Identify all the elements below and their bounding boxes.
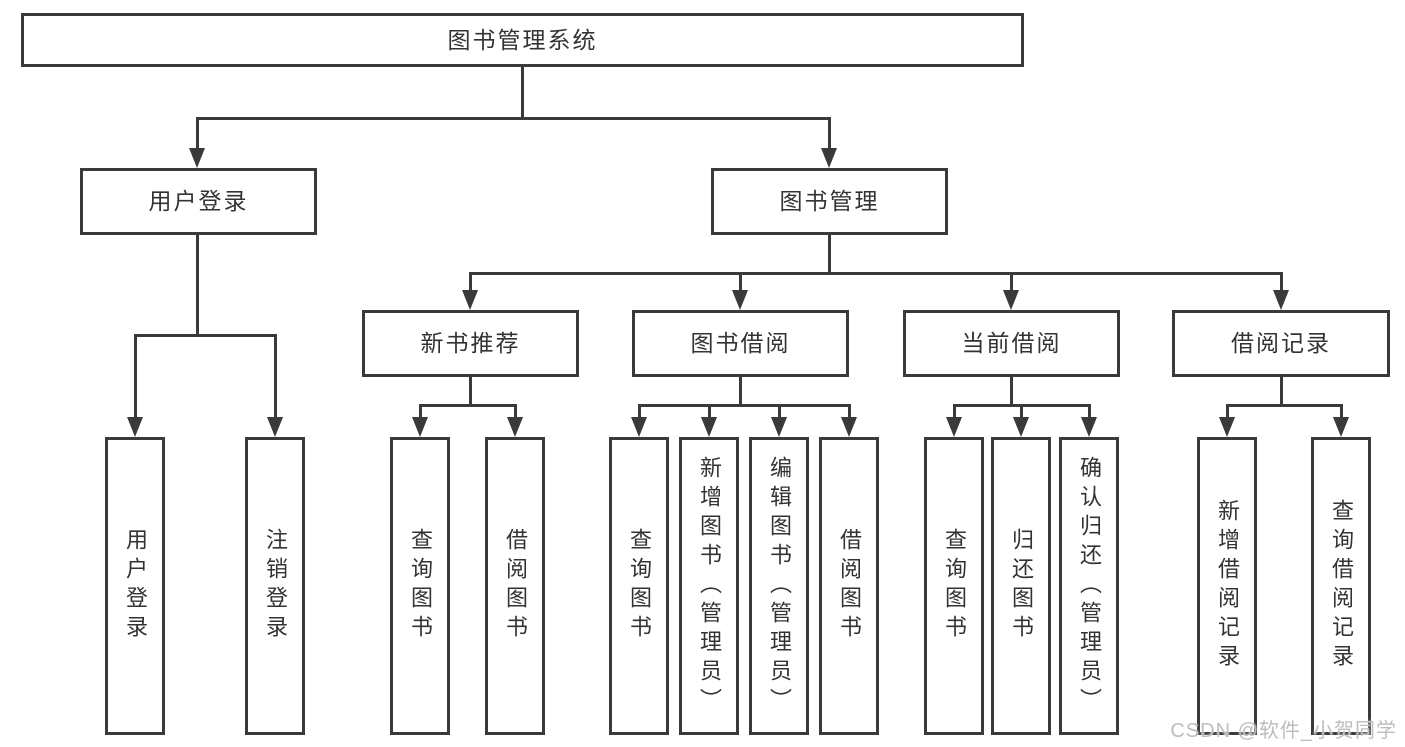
node-label: 新增图书（管理员） [697, 455, 722, 717]
connector-line-v [418, 405, 422, 421]
connector-line-v [827, 235, 831, 273]
connector-line-v [195, 118, 199, 152]
connector-line-v [738, 377, 742, 405]
connector-line-h [133, 333, 277, 337]
connector-line-v [1019, 405, 1023, 421]
connector-line-v [637, 405, 641, 421]
arrowhead-down-icon [732, 290, 748, 310]
connector-line-v [513, 405, 517, 421]
node-current-borrowing: 当前借阅 [903, 310, 1120, 377]
connector-line-v [738, 273, 742, 294]
connector-line-v [1009, 273, 1013, 294]
csdn-watermark: CSDN @软件_小贺同学 [1170, 720, 1397, 742]
node-leaf-query-book-current: 查询图书 [924, 437, 984, 735]
connector-line-v [468, 273, 472, 294]
arrowhead-down-icon [127, 417, 143, 437]
arrowhead-down-icon [701, 417, 717, 437]
node-leaf-add-book-admin: 新增图书（管理员） [679, 437, 739, 735]
connector-line-v [468, 377, 472, 405]
connector-line-v [847, 405, 851, 421]
connector-line-v [520, 67, 524, 118]
arrowhead-down-icon [462, 290, 478, 310]
connector-line-v [952, 405, 956, 421]
node-label: 用户登录 [148, 188, 249, 214]
arrowhead-down-icon [1333, 417, 1349, 437]
connector-line-h [418, 403, 517, 407]
node-label: 新增借阅记录 [1215, 499, 1240, 673]
node-label: 归还图书 [1009, 528, 1034, 644]
node-label: 编辑图书（管理员） [767, 455, 792, 717]
node-label: 借阅记录 [1231, 330, 1331, 356]
node-user-login-module: 用户登录 [80, 168, 317, 235]
connector-line-v [777, 405, 781, 421]
node-label: 查询借阅记录 [1329, 499, 1354, 673]
connector-line-h [468, 271, 1283, 275]
connector-line-v [273, 335, 277, 421]
connector-line-v [827, 118, 831, 152]
arrowhead-down-icon [841, 417, 857, 437]
node-label: 查询图书 [942, 528, 967, 644]
arrowhead-down-icon [631, 417, 647, 437]
arrowhead-down-icon [189, 148, 205, 168]
arrowhead-down-icon [267, 417, 283, 437]
node-label: 注销登录 [263, 528, 288, 644]
node-label: 借阅图书 [503, 528, 528, 644]
node-label: 新书推荐 [420, 330, 521, 356]
node-leaf-return-book: 归还图书 [991, 437, 1051, 735]
node-label: 图书借阅 [690, 330, 791, 356]
node-root-system: 图书管理系统 [21, 13, 1024, 67]
connector-line-v [1087, 405, 1091, 421]
node-label: 用户登录 [123, 528, 148, 644]
connector-line-h [195, 116, 831, 120]
connector-line-v [1339, 405, 1343, 421]
node-label: 查询图书 [627, 528, 652, 644]
node-leaf-borrow-book-recommend: 借阅图书 [485, 437, 545, 735]
connector-line-v [1009, 377, 1013, 405]
connector-line-v [707, 405, 711, 421]
node-label: 查询图书 [408, 528, 433, 644]
node-leaf-query-borrow-record: 查询借阅记录 [1311, 437, 1371, 735]
arrowhead-down-icon [1013, 417, 1029, 437]
arrowhead-down-icon [946, 417, 962, 437]
arrowhead-down-icon [1219, 417, 1235, 437]
node-label: 确认归还（管理员） [1077, 455, 1102, 717]
arrowhead-down-icon [507, 417, 523, 437]
connector-line-v [1279, 273, 1283, 294]
node-book-borrowing: 图书借阅 [632, 310, 849, 377]
node-leaf-confirm-return-admin: 确认归还（管理员） [1059, 437, 1119, 735]
node-label: 图书管理系统 [447, 26, 598, 53]
node-label: 图书管理 [779, 188, 880, 214]
arrowhead-down-icon [821, 148, 837, 168]
arrowhead-down-icon [1273, 290, 1289, 310]
arrowhead-down-icon [1081, 417, 1097, 437]
node-new-book-recommend: 新书推荐 [362, 310, 579, 377]
arrowhead-down-icon [771, 417, 787, 437]
node-leaf-edit-book-admin: 编辑图书（管理员） [749, 437, 809, 735]
node-label: 借阅图书 [837, 528, 862, 644]
node-leaf-query-book-borrow: 查询图书 [609, 437, 669, 735]
connector-line-v [1279, 377, 1283, 405]
connector-line-v [133, 335, 137, 421]
connector-line-v [195, 235, 199, 335]
connector-line-h [637, 403, 851, 407]
node-borrowing-records: 借阅记录 [1172, 310, 1390, 377]
node-leaf-logout: 注销登录 [245, 437, 305, 735]
arrowhead-down-icon [412, 417, 428, 437]
node-label: 当前借阅 [961, 330, 1062, 356]
node-leaf-user-login: 用户登录 [105, 437, 165, 735]
connector-line-v [1225, 405, 1229, 421]
arrowhead-down-icon [1003, 290, 1019, 310]
node-book-management-module: 图书管理 [711, 168, 948, 235]
connector-line-h [1225, 403, 1343, 407]
node-leaf-borrow-book: 借阅图书 [819, 437, 879, 735]
node-leaf-query-book-recommend: 查询图书 [390, 437, 450, 735]
node-leaf-add-borrow-record: 新增借阅记录 [1197, 437, 1257, 735]
